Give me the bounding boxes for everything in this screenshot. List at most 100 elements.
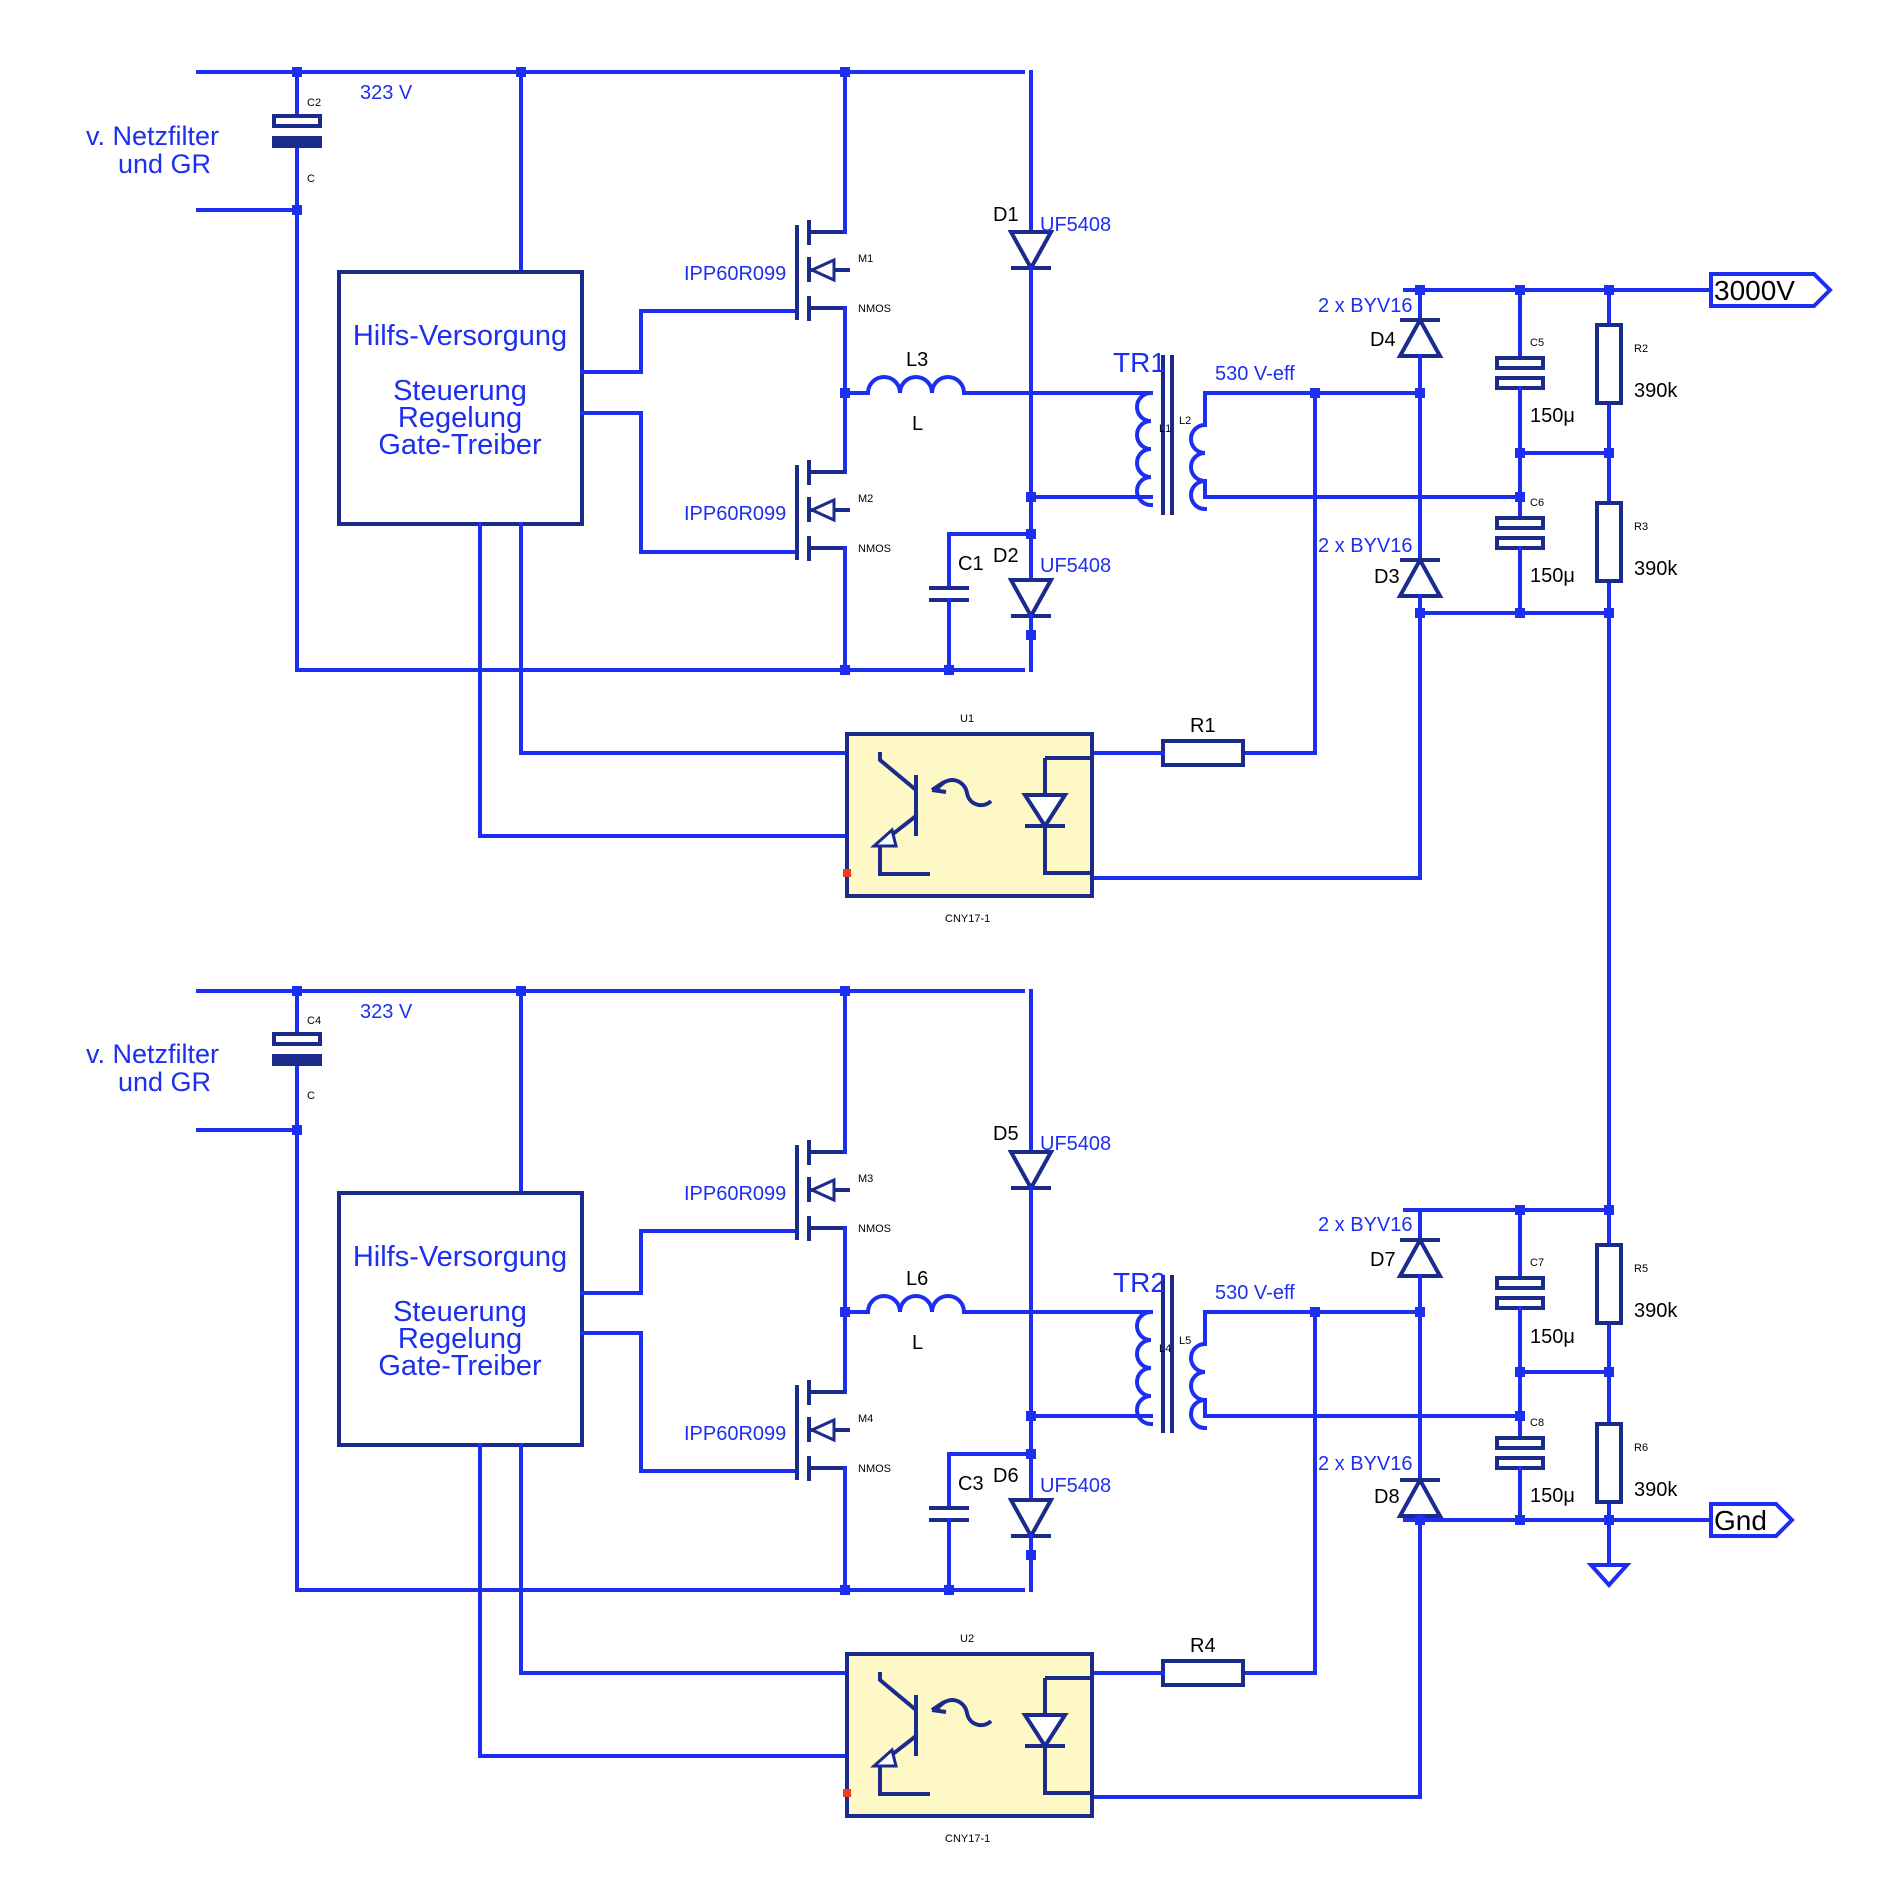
d6-part: UF5408 [1040, 1475, 1111, 1497]
optocoupler-u1: U1 CNY17-1 [843, 713, 1094, 925]
m1-ref: M1 [858, 253, 873, 265]
diode-d6: D6 UF5408 [993, 1465, 1111, 1541]
c4-ref: C4 [307, 1015, 321, 1027]
m1-type: NMOS [858, 303, 891, 315]
r3-ref: R3 [1634, 521, 1648, 533]
u2-part: CNY17-1 [945, 1833, 990, 1845]
r5-ref: R5 [1634, 1263, 1648, 1275]
m3-type: NMOS [858, 1223, 891, 1235]
tr1-ref: TR1 [1113, 347, 1166, 378]
d8-ref: D8 [1374, 1486, 1400, 1508]
diode-d2: D2 UF5408 [993, 545, 1111, 621]
m2-ref: M2 [858, 493, 873, 505]
tr1-secondary-voltage: 530 V-eff [1215, 363, 1295, 385]
d7-ref: D7 [1370, 1249, 1396, 1271]
d3-part: 2 x BYV16 [1318, 535, 1413, 557]
r2-value: 390k [1634, 380, 1678, 402]
m2-type: NMOS [858, 543, 891, 555]
r4-ref: R4 [1190, 1635, 1216, 1657]
capacitor-c5: C5 150μ [1495, 337, 1575, 427]
capacitor-c3: C3 [929, 1473, 984, 1522]
junctions-stage2 [292, 986, 1614, 1595]
c3-ref: C3 [958, 1473, 984, 1495]
control-label-2: Steuerung [393, 375, 527, 407]
dc-bus-voltage: 323 V [360, 1001, 413, 1023]
r3-value: 390k [1634, 558, 1678, 580]
d2-ref: D2 [993, 545, 1019, 567]
c2-value: C [307, 173, 315, 185]
port-gnd: Gnd [1709, 1502, 1795, 1538]
d8-part: 2 x BYV16 [1318, 1453, 1413, 1475]
dc-bus-voltage: 323 V [360, 82, 413, 104]
d5-part: UF5408 [1040, 1133, 1111, 1155]
input-label-line2: und GR [118, 149, 211, 179]
c8-ref: C8 [1530, 1417, 1544, 1429]
d1-ref: D1 [993, 204, 1019, 226]
mosfet-m4: M4 NMOS IPP60R099 [684, 1380, 891, 1481]
u1-ref: U1 [960, 713, 974, 725]
m3-part: IPP60R099 [684, 1183, 786, 1205]
resistor-r4: R4 [1161, 1635, 1245, 1687]
stage-2: C4 C v. Netzfilter und GR 323 V Hilfs-Ve… [86, 986, 1678, 1845]
c5-ref: C5 [1530, 337, 1544, 349]
control-label-3: Regelung [398, 402, 522, 434]
junctions-stage1 [292, 67, 1614, 675]
d5-ref: D5 [993, 1123, 1019, 1145]
control-block-2 [337, 1191, 584, 1447]
diode-d1: D1 UF5408 [993, 204, 1111, 273]
resistor-r5: R5 390k [1595, 1243, 1678, 1325]
capacitor-c2: C2 C [272, 97, 322, 185]
d4-part: 2 x BYV16 [1318, 295, 1413, 317]
c7-ref: C7 [1530, 1257, 1544, 1269]
port-3000v: 3000V [1709, 272, 1833, 308]
ground-icon [1586, 1518, 1632, 1588]
l6-ref: L6 [906, 1268, 928, 1290]
control-label-1: Hilfs-Versorgung [353, 1241, 567, 1273]
tr2-secondary-voltage: 530 V-eff [1215, 1282, 1295, 1304]
m4-type: NMOS [858, 1463, 891, 1475]
d3-ref: D3 [1374, 566, 1400, 588]
stage-1: C2 C v. Netzfilter und GR 323 V Hilfs-Ve… [86, 67, 1678, 925]
control-label-1: Hilfs-Versorgung [353, 320, 567, 352]
mosfet-m2: M2 NMOS IPP60R099 [684, 460, 891, 561]
control-block-1 [337, 270, 584, 526]
input-label-line2: und GR [118, 1067, 211, 1097]
m2-part: IPP60R099 [684, 503, 786, 525]
resistor-r3: R3 390k [1595, 501, 1678, 583]
c8-value: 150μ [1530, 1485, 1575, 1507]
resistor-r2: R2 390k [1595, 323, 1678, 405]
u2-ref: U2 [960, 1633, 974, 1645]
tr2-l5: L5 [1179, 1335, 1191, 1347]
c5-value: 150μ [1530, 405, 1575, 427]
r5-value: 390k [1634, 1300, 1678, 1322]
input-label-line1: v. Netzfilter [86, 121, 219, 151]
m3-ref: M3 [858, 1173, 873, 1185]
r6-value: 390k [1634, 1479, 1678, 1501]
port-gnd-label: Gnd [1714, 1505, 1767, 1536]
c1-ref: C1 [958, 553, 984, 575]
control-label-2: Steuerung [393, 1296, 527, 1328]
capacitor-c6: C6 150μ [1495, 497, 1575, 587]
optocoupler-u2: U2 CNY17-1 [843, 1633, 1094, 1845]
c2-ref: C2 [307, 97, 321, 109]
r2-ref: R2 [1634, 343, 1648, 355]
d6-ref: D6 [993, 1465, 1019, 1487]
capacitor-c1: C1 [929, 553, 984, 602]
d2-part: UF5408 [1040, 555, 1111, 577]
r6-ref: R6 [1634, 1442, 1648, 1454]
mosfet-m1: M1 NMOS IPP60R099 [684, 220, 891, 321]
tr2-l4: L4 [1159, 1343, 1171, 1355]
inductor-l3: L3 L [843, 349, 1133, 435]
control-label-4: Gate-Treiber [378, 1350, 542, 1382]
port-3000v-label: 3000V [1714, 275, 1795, 306]
m1-part: IPP60R099 [684, 263, 786, 285]
c7-value: 150μ [1530, 1326, 1575, 1348]
resistor-r6: R6 390k [1595, 1422, 1678, 1504]
c6-ref: C6 [1530, 497, 1544, 509]
u1-part: CNY17-1 [945, 913, 990, 925]
inductor-l6: L6 L [843, 1268, 1133, 1354]
l3-value: L [912, 413, 923, 435]
diode-d3: 2 x BYV16 D3 [1318, 535, 1444, 598]
transformer-tr2: TR2 530 V-eff L4 L5 [1029, 1267, 1522, 1433]
